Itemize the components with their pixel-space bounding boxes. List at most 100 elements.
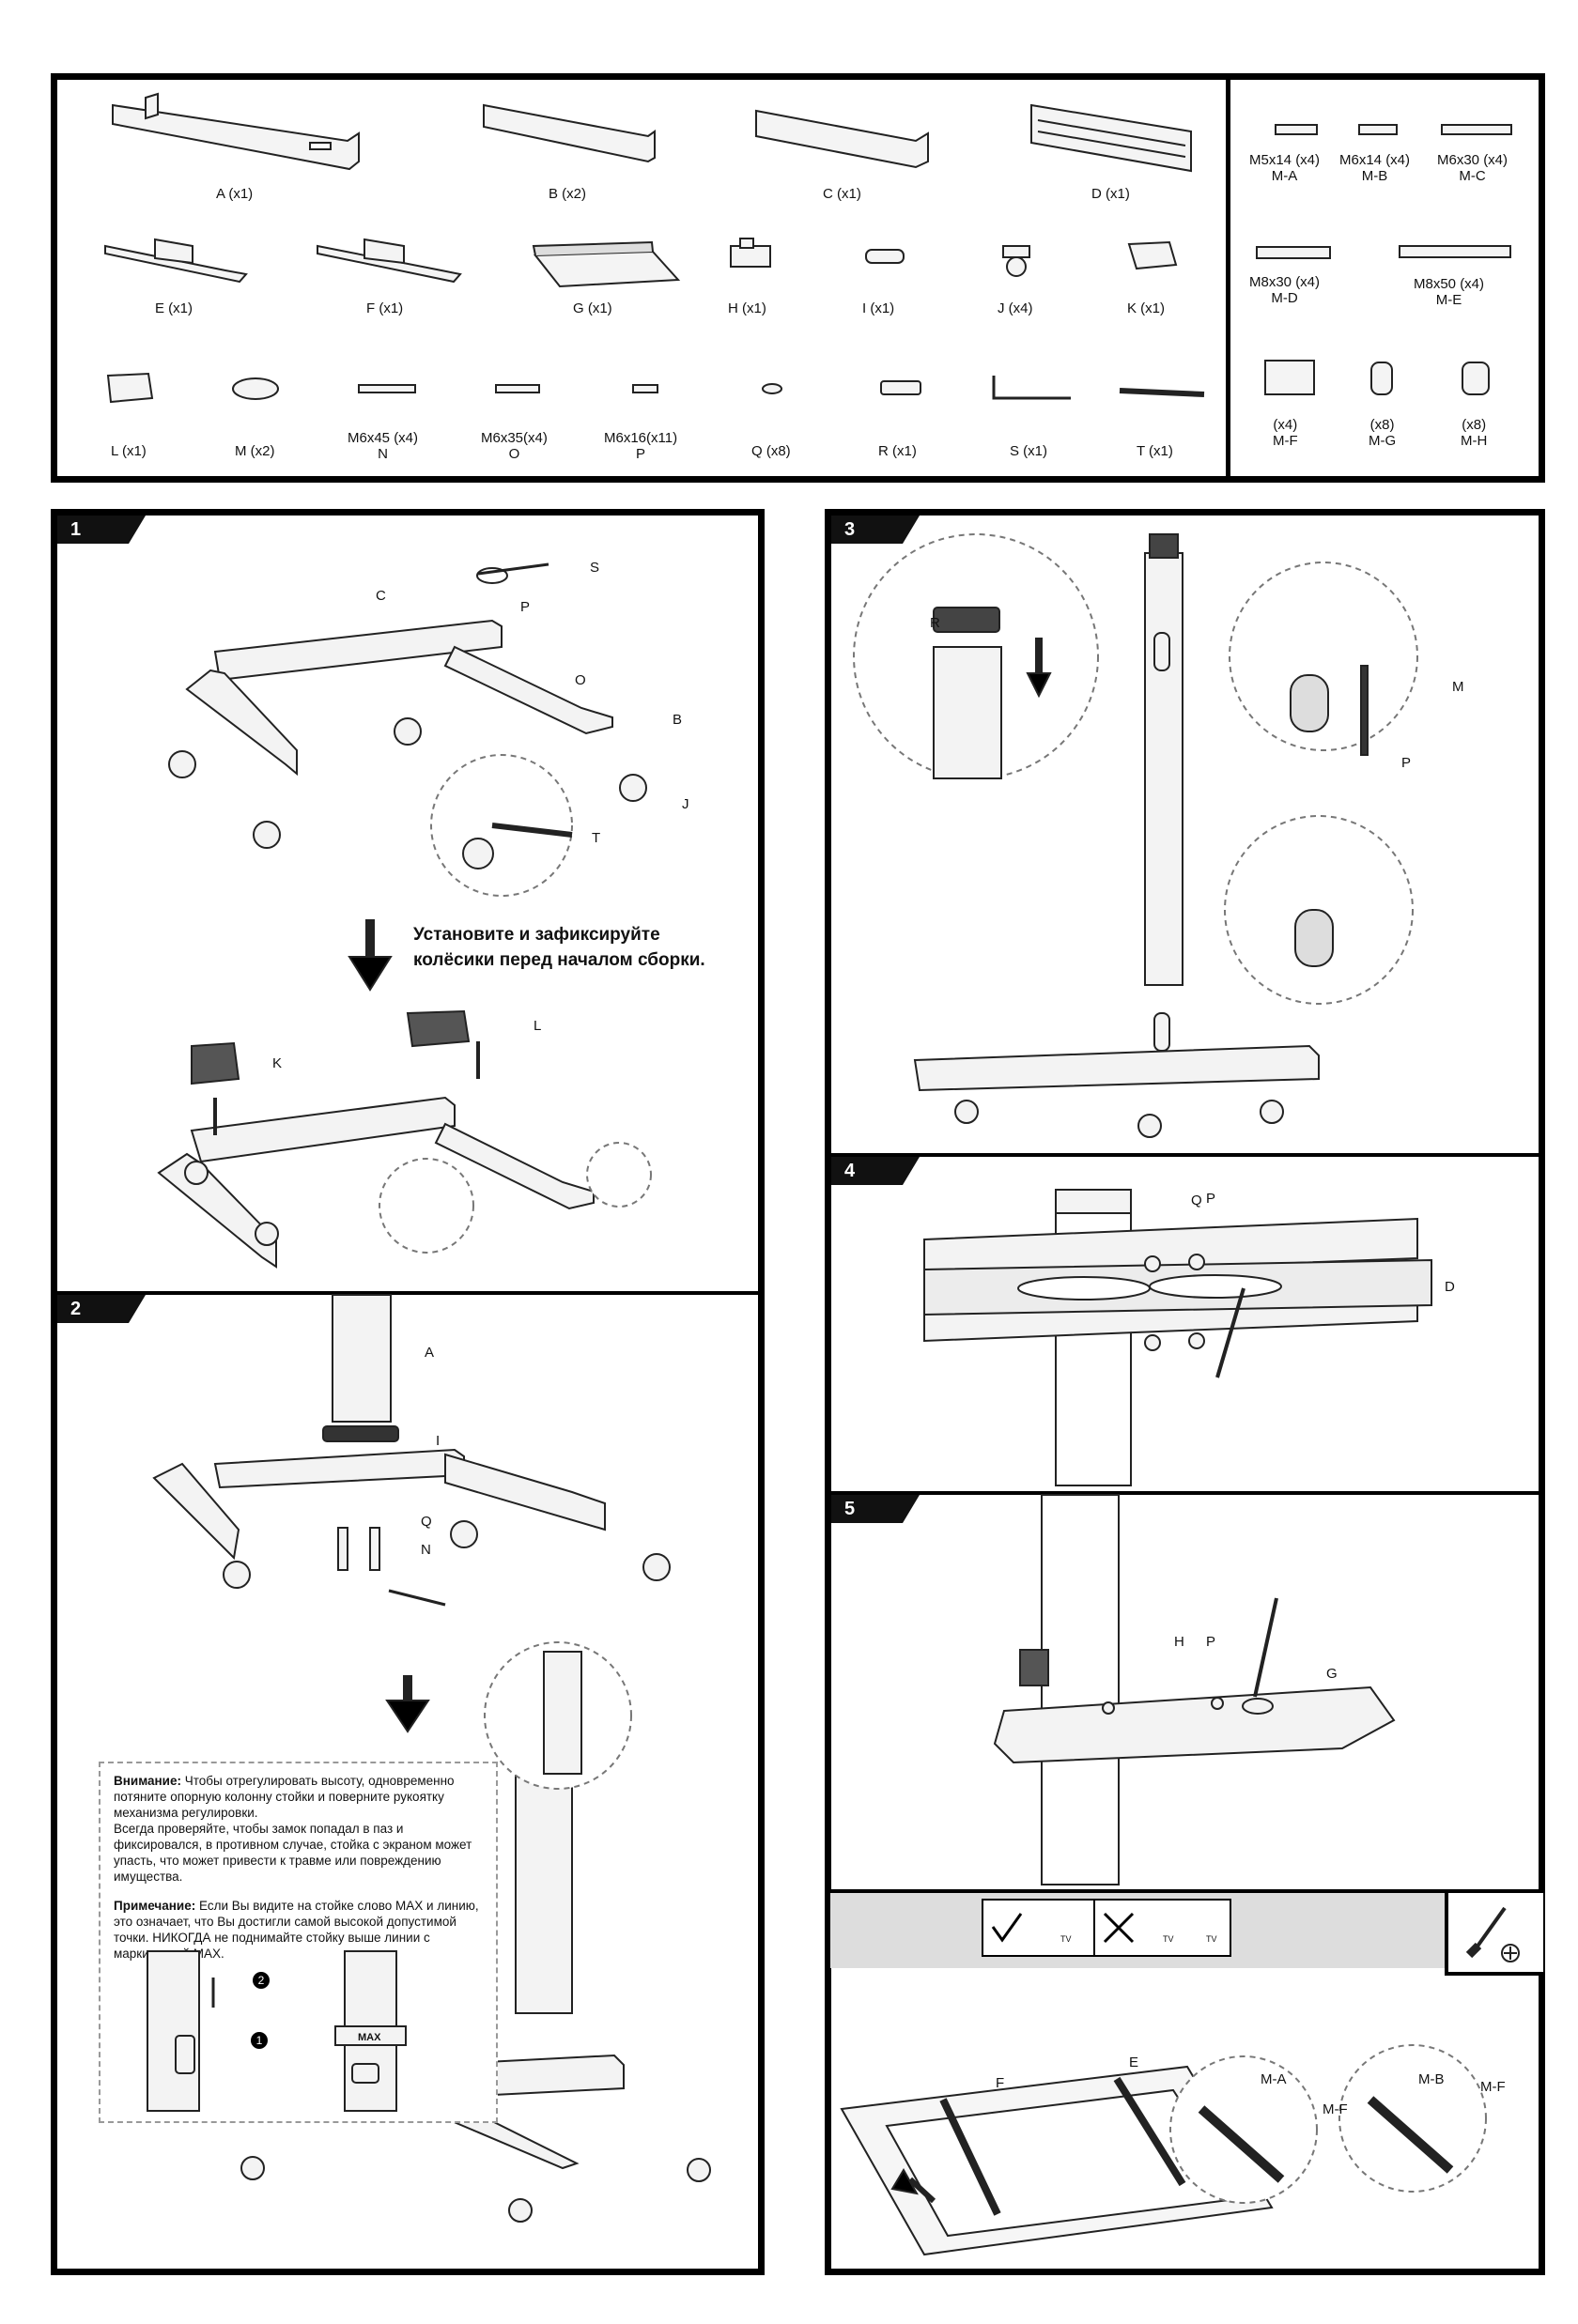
step2-note-text: Если Вы видите на стойке слово MAX и лин… <box>114 1899 479 1961</box>
step-2-badge: 2 <box>57 1295 146 1323</box>
step1-instruction-line1: Установите и зафиксируйте <box>413 925 660 945</box>
part-label-B: B (x2) <box>549 186 587 202</box>
hw-MD-size: M8x30 (x4) <box>1249 274 1321 290</box>
step3-6a-panel <box>825 509 1545 2275</box>
step4-illustration <box>923 1189 1432 1486</box>
step2-note-title: Примечание: <box>114 1899 196 1913</box>
step2-callout-A: A <box>425 1345 435 1361</box>
part-label-R: R (x1) <box>878 443 917 459</box>
step1-illustration <box>157 562 652 1269</box>
part-label-S: S (x1) <box>1010 443 1048 459</box>
step6a-callout-E: E <box>1129 2055 1139 2070</box>
step1-callout-L: L <box>534 1018 542 1034</box>
step4-callout-D: D <box>1445 1279 1455 1295</box>
part-label-N-size: M6x45 (x4) <box>348 430 419 446</box>
step3-callout-R: R <box>930 615 940 631</box>
part-label-I: I (x1) <box>862 300 895 316</box>
step2-num-1: 1 <box>251 2032 268 2049</box>
step2-warning: Внимание: Чтобы отрегулировать высоту, о… <box>114 1773 483 1821</box>
step6a-callout-MF-1: M-F <box>1323 2101 1348 2117</box>
part-label-N-id: N <box>378 446 388 462</box>
hw-label-MD: M8x30 (x4) M-D <box>1249 274 1320 306</box>
hw-ME-size: M8x50 (x4) <box>1414 276 1485 292</box>
step1-callout-C: C <box>376 588 386 604</box>
step3-callout-P: P <box>1401 755 1412 771</box>
step2-warning-note: Внимание: Чтобы отрегулировать высоту, о… <box>99 1762 498 2123</box>
step6a-callout-MA: M-A <box>1261 2071 1287 2087</box>
hw-MC-size: M6x30 (x4) <box>1437 152 1508 168</box>
step1-instruction-line2: колёсики перед началом сборки. <box>413 950 705 970</box>
step4-callout-P: P <box>1206 1191 1216 1207</box>
hw-MB-size: M6x14 (x4) <box>1339 152 1411 168</box>
step5-callout-H: H <box>1174 1634 1184 1650</box>
hw-label-MA: M5x14 (x4) M-A <box>1249 152 1320 184</box>
part-label-Q: Q (x8) <box>751 443 791 459</box>
step6a-callout-MB: M-B <box>1418 2071 1445 2087</box>
part-label-H: H (x1) <box>728 300 766 316</box>
step1-callout-T: T <box>592 830 601 846</box>
parts-panel-divider <box>1226 79 1230 477</box>
step2-callout-Q: Q <box>421 1514 432 1530</box>
step1-callout-J: J <box>682 796 689 812</box>
cross-icon <box>1103 1912 1135 1944</box>
hw-label-ME: M8x50 (x4) M-E <box>1414 276 1484 308</box>
step6a-tv-label-3: TV <box>1206 1934 1217 1944</box>
step4-callout-Q: Q <box>1191 1193 1202 1208</box>
hw-ME-id: M-E <box>1435 292 1462 308</box>
step3-callout-M: M <box>1452 679 1464 695</box>
step2-warning-title: Внимание: <box>114 1774 181 1788</box>
hw-MA-id: M-A <box>1271 168 1298 184</box>
step2-warning-text2: Всегда проверяйте, чтобы замок попадал в… <box>114 1822 472 1884</box>
hw-MG-qty: (x8) <box>1369 417 1395 433</box>
step6a-wrong-mount-icon: TV TV <box>1093 1899 1231 1957</box>
hw-MH-id: M-H <box>1461 433 1488 449</box>
part-label-O-size: M6x35(x4) <box>481 430 548 446</box>
step6a-tv-label-1: TV <box>1060 1934 1072 1944</box>
step6a-illustration <box>840 2044 1487 2256</box>
step5-divider <box>830 1889 1539 1893</box>
part-label-O: M6x35(x4) O <box>481 430 548 462</box>
part-label-P-size: M6x16(x11) <box>604 430 678 446</box>
part-label-M: M (x2) <box>235 443 275 459</box>
part-label-P: M6x16(x11) P <box>604 430 677 462</box>
part-label-C: C (x1) <box>823 186 861 202</box>
step3-illustration <box>853 533 1418 1138</box>
step5-callout-G: G <box>1326 1666 1338 1682</box>
part-label-O-id: O <box>508 446 520 462</box>
part-label-A: A (x1) <box>216 186 254 202</box>
hw-MA-size: M5x14 (x4) <box>1249 152 1321 168</box>
step2-callout-I: I <box>436 1433 441 1449</box>
part-label-G: G (x1) <box>573 300 612 316</box>
step6a-callout-MF-2: M-F <box>1480 2079 1506 2095</box>
step2-max-label: MAX <box>358 2032 381 2043</box>
step5-callout-P: P <box>1206 1634 1216 1650</box>
checkmark-icon <box>991 1913 1023 1943</box>
part-label-E: E (x1) <box>155 300 193 316</box>
step2-callout-N: N <box>421 1542 431 1558</box>
step1-instruction: Установите и зафиксируйте колёсики перед… <box>413 922 705 973</box>
part-label-J: J (x4) <box>998 300 1033 316</box>
hw-label-MB: M6x14 (x4) M-B <box>1339 152 1410 184</box>
step-1-badge: 1 <box>57 516 146 544</box>
part-label-P-id: P <box>636 446 646 462</box>
part-label-L: L (x1) <box>111 443 147 459</box>
screwdriver-icon <box>1465 1906 1520 1962</box>
step1-2-divider <box>56 1291 759 1295</box>
hw-label-MH: (x8) M-H <box>1461 417 1487 449</box>
step2-note-illustration <box>147 1950 407 2112</box>
part-label-T: T (x1) <box>1137 443 1173 459</box>
step2-warning-text1: Чтобы отрегулировать высоту, одновременн… <box>114 1774 455 1820</box>
step4-divider <box>830 1491 1539 1495</box>
step6a-tv-label-2: TV <box>1163 1934 1174 1944</box>
part-label-N: M6x45 (x4) N <box>348 430 418 462</box>
hw-MF-id: M-F <box>1273 433 1298 449</box>
step-4-badge: 4 <box>831 1157 920 1185</box>
step6a-correct-mount-icon: TV <box>982 1899 1095 1957</box>
part-label-K: K (x1) <box>1127 300 1166 316</box>
hw-MF-qty: (x4) <box>1273 417 1298 433</box>
hw-MD-id: M-D <box>1271 290 1298 306</box>
step1-callout-O: O <box>575 672 586 688</box>
hw-label-MC: M6x30 (x4) M-C <box>1437 152 1508 184</box>
parts-illustrations <box>104 92 1512 404</box>
part-label-D: D (x1) <box>1091 186 1130 202</box>
